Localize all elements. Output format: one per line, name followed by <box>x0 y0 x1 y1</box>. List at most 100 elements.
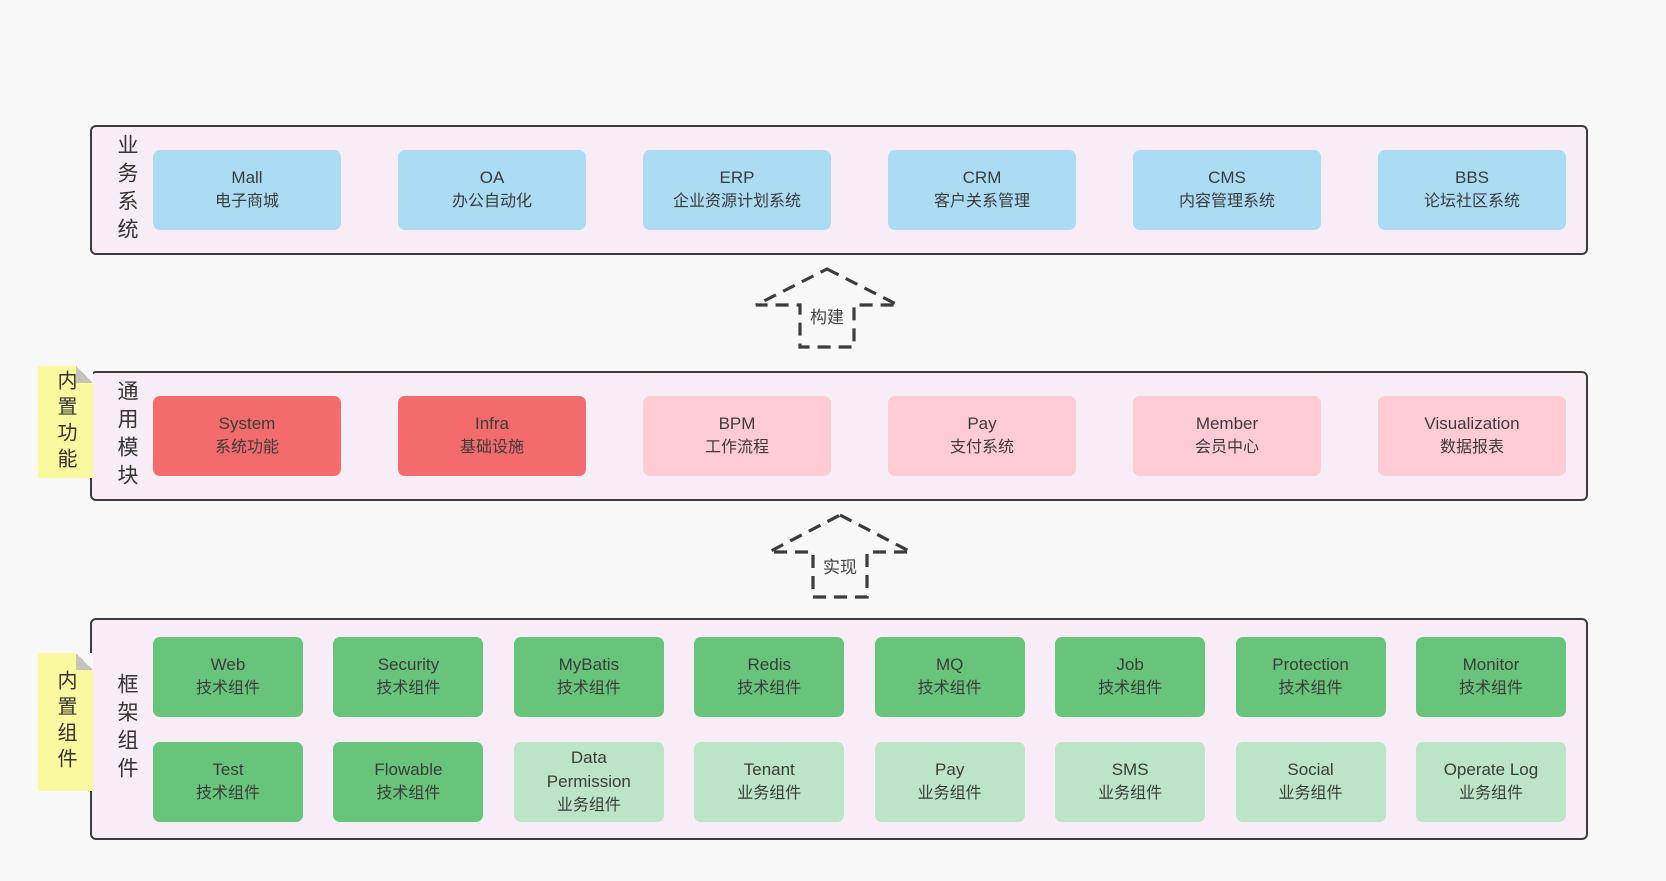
box-subtitle: 系统功能 <box>214 439 279 456</box>
box-flowable: Flowable 技术组件 <box>333 741 484 822</box>
box-subtitle: 办公自动化 <box>451 193 532 210</box>
framework-row-2: Test 技术组件 Flowable 技术组件 Data Permission … <box>153 741 1566 822</box>
box-title: Tenant <box>743 759 795 779</box>
arrow-implement: 实现 <box>766 512 914 600</box>
box-title: MQ <box>935 654 964 674</box>
box-title: CMS <box>1208 168 1246 187</box>
box-title: BPM <box>718 414 756 433</box>
band-business-systems: 业务系统 Mall 电子商城 OA 办公自动化 ERP 企业资源计划系统 CRM… <box>90 125 1588 255</box>
box-title: Social <box>1287 759 1334 779</box>
box-operate-log: Operate Log 业务组件 <box>1415 741 1566 822</box>
box-subtitle: 企业资源计划系统 <box>672 193 801 210</box>
box-cms: CMS 内容管理系统 <box>1133 150 1321 230</box>
box-subtitle: 会员中心 <box>1194 439 1259 456</box>
box-job: Job 技术组件 <box>1055 636 1206 717</box>
box-subtitle: 技术组件 <box>737 679 802 697</box>
box-subtitle: 数据报表 <box>1439 439 1504 456</box>
box-bpm: BPM 工作流程 <box>643 396 831 476</box>
box-title: Visualization <box>1424 414 1520 433</box>
band-framework-components: 框架组件 Web 技术组件 Security 技术组件 MyBatis 技术组件… <box>90 618 1588 840</box>
box-member: Member 会员中心 <box>1133 396 1321 476</box>
box-subtitle: 电子商城 <box>214 193 279 210</box>
box-title: Protection <box>1272 654 1349 674</box>
box-erp: ERP 企业资源计划系统 <box>643 150 831 230</box>
box-redis: Redis 技术组件 <box>694 636 845 717</box>
box-subtitle: 技术组件 <box>556 679 621 697</box>
framework-row-1: Web 技术组件 Security 技术组件 MyBatis 技术组件 Redi… <box>153 636 1566 717</box>
box-pay-component: Pay 业务组件 <box>874 741 1025 822</box>
box-mall: Mall 电子商城 <box>153 150 341 230</box>
box-subtitle: 论坛社区系统 <box>1423 193 1520 210</box>
up-arrow-icon <box>768 513 912 599</box>
box-subtitle: 业务组件 <box>917 784 982 802</box>
box-title: Flowable <box>374 759 443 779</box>
box-data-permission: Data Permission 业务组件 <box>513 741 664 822</box>
arrow-build-label: 构建 <box>805 302 849 329</box>
band-framework-boxes: Web 技术组件 Security 技术组件 MyBatis 技术组件 Redi… <box>141 620 1586 838</box>
box-subtitle: 支付系统 <box>949 439 1014 456</box>
box-oa: OA 办公自动化 <box>398 150 586 230</box>
box-title: Monitor <box>1462 654 1520 674</box>
box-subtitle: 技术组件 <box>195 679 260 697</box>
sticky-label: 内置功能 <box>54 370 76 474</box>
box-protection: Protection 技术组件 <box>1235 636 1386 717</box>
folded-corner-icon <box>76 653 93 670</box>
box-title: CRM <box>962 168 1002 187</box>
box-subtitle: 基础设施 <box>459 439 524 456</box>
box-subtitle: 内容管理系统 <box>1178 193 1275 210</box>
band-framework-label: 框架组件 <box>115 673 138 785</box>
box-subtitle: 业务组件 <box>1458 784 1523 802</box>
box-title: System <box>218 414 276 433</box>
box-title: BBS <box>1454 168 1490 187</box>
box-title: Redis <box>747 654 791 674</box>
box-subtitle: 业务组件 <box>1098 784 1163 802</box>
box-title: Member <box>1195 414 1259 433</box>
sticky-built-in-components: 内置组件 <box>38 653 93 791</box>
box-mq: MQ 技术组件 <box>874 636 1025 717</box>
arrow-build: 构建 <box>753 266 901 350</box>
band-business-boxes: Mall 电子商城 OA 办公自动化 ERP 企业资源计划系统 CRM 客户关系… <box>141 127 1586 253</box>
box-subtitle: 技术组件 <box>376 784 441 802</box>
folded-corner-icon <box>76 366 93 383</box>
box-social: Social 业务组件 <box>1235 741 1386 822</box>
box-visualization: Visualization 数据报表 <box>1378 396 1566 476</box>
box-web: Web 技术组件 <box>153 636 303 717</box>
box-monitor: Monitor 技术组件 <box>1415 636 1566 717</box>
box-tenant: Tenant 业务组件 <box>694 741 845 822</box>
box-subtitle: 客户关系管理 <box>933 193 1030 210</box>
box-subtitle: 技术组件 <box>195 784 260 802</box>
sticky-label: 内置组件 <box>54 670 76 774</box>
box-title: Job <box>1116 654 1144 674</box>
box-bbs: BBS 论坛社区系统 <box>1378 150 1566 230</box>
box-title: Security <box>377 654 440 674</box>
box-crm: CRM 客户关系管理 <box>888 150 1076 230</box>
box-title: Web <box>210 654 246 674</box>
box-title: Operate Log <box>1443 759 1539 779</box>
box-subtitle: 业务组件 <box>1278 784 1343 802</box>
box-subtitle: 业务组件 <box>737 784 802 802</box>
box-title: SMS <box>1111 759 1149 779</box>
band-common-modules: 通用模块 System 系统功能 Infra 基础设施 BPM 工作流程 Pay… <box>90 371 1588 501</box>
arrow-implement-label: 实现 <box>818 552 862 579</box>
sticky-built-in-features: 内置功能 <box>38 366 93 478</box>
box-subtitle: 技术组件 <box>376 679 441 697</box>
box-title: ERP <box>719 168 755 187</box>
up-arrow-icon <box>755 267 899 349</box>
box-system: System 系统功能 <box>153 396 341 476</box>
box-title: Mall <box>231 168 263 187</box>
box-subtitle: 工作流程 <box>704 439 769 456</box>
box-pay-module: Pay 支付系统 <box>888 396 1076 476</box>
box-title: Test <box>212 759 244 779</box>
box-sms: SMS 业务组件 <box>1055 741 1206 822</box>
box-security: Security 技术组件 <box>333 636 484 717</box>
box-subtitle: 业务组件 <box>556 796 621 814</box>
band-business-label: 业务系统 <box>115 134 138 246</box>
box-subtitle: 技术组件 <box>917 679 982 697</box>
box-title: Pay <box>935 759 965 779</box>
box-test: Test 技术组件 <box>153 741 303 822</box>
box-title: OA <box>479 168 505 187</box>
box-title: Pay <box>967 414 997 433</box>
box-mybatis: MyBatis 技术组件 <box>513 636 664 717</box>
box-infra: Infra 基础设施 <box>398 396 586 476</box>
